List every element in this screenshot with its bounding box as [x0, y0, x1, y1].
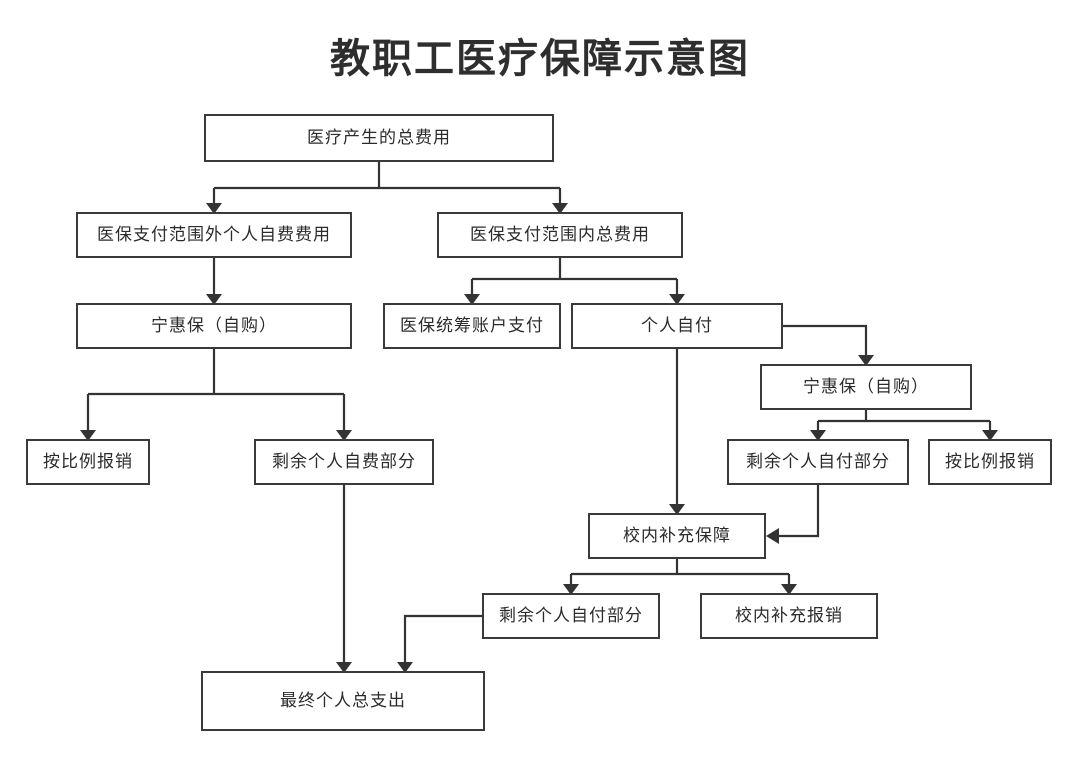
node-label: 按比例报销	[945, 451, 1035, 472]
node-label: 最终个人总支出	[280, 690, 406, 711]
edge-personal-copay-to-campus-supplement	[669, 349, 685, 515]
edge-ninghuibao-left-split	[80, 349, 352, 441]
edge-total-cost-split	[206, 162, 568, 214]
node-out-of-scope-self-pay[interactable]: 医保支付范围外个人自费费用	[76, 212, 352, 258]
page-title: 教职工医疗保障示意图	[330, 36, 750, 82]
node-label: 剩余个人自付部分	[499, 605, 643, 626]
edge-campus-supplement-split	[563, 559, 797, 595]
node-in-scope-total[interactable]: 医保支付范围内总费用	[437, 212, 683, 258]
node-label: 按比例报销	[43, 451, 133, 472]
node-label: 个人自付	[641, 315, 713, 336]
edge-in-scope-split	[464, 258, 685, 305]
node-label: 剩余个人自费部分	[272, 451, 416, 472]
node-label: 医保支付范围外个人自费费用	[97, 224, 331, 245]
node-personal-copay[interactable]: 个人自付	[571, 303, 783, 349]
edge-out-of-scope-to-ninghuibao	[206, 258, 222, 305]
node-label: 医保支付范围内总费用	[470, 224, 650, 245]
node-total-cost[interactable]: 医疗产生的总费用	[204, 114, 554, 162]
node-label: 医保统筹账户支付	[400, 315, 544, 336]
node-proportional-reimb-left[interactable]: 按比例报销	[26, 439, 150, 485]
node-proportional-reimb-right[interactable]: 按比例报销	[928, 439, 1052, 485]
node-campus-reimb[interactable]: 校内补充报销	[700, 593, 878, 639]
node-pooled-account-pay[interactable]: 医保统筹账户支付	[383, 303, 561, 349]
node-label: 医疗产生的总费用	[307, 127, 451, 148]
node-label: 宁惠保（自购）	[803, 376, 929, 397]
edge-remaining-self-expense-to-final	[336, 485, 352, 673]
node-final-personal-total[interactable]: 最终个人总支出	[201, 671, 485, 731]
edge-ninghuibao-right-split	[810, 410, 998, 441]
node-ninghuibao-left[interactable]: 宁惠保（自购）	[76, 303, 352, 349]
node-remaining-copay-right[interactable]: 剩余个人自付部分	[727, 439, 909, 485]
edge-remaining-copay-bottom-to-final	[397, 614, 482, 673]
edge-personal-copay-to-ninghuibao-right	[783, 324, 874, 366]
node-label: 剩余个人自付部分	[746, 451, 890, 472]
node-label: 校内补充报销	[735, 605, 843, 626]
node-remaining-self-expense[interactable]: 剩余个人自费部分	[254, 439, 434, 485]
node-label: 宁惠保（自购）	[151, 315, 277, 336]
node-ninghuibao-right[interactable]: 宁惠保（自购）	[760, 364, 972, 410]
edge-remaining-copay-to-campus-supplement	[766, 485, 820, 544]
node-remaining-copay-bottom[interactable]: 剩余个人自付部分	[482, 593, 660, 639]
node-campus-supplement[interactable]: 校内补充保障	[588, 513, 766, 559]
node-label: 校内补充保障	[623, 525, 731, 546]
